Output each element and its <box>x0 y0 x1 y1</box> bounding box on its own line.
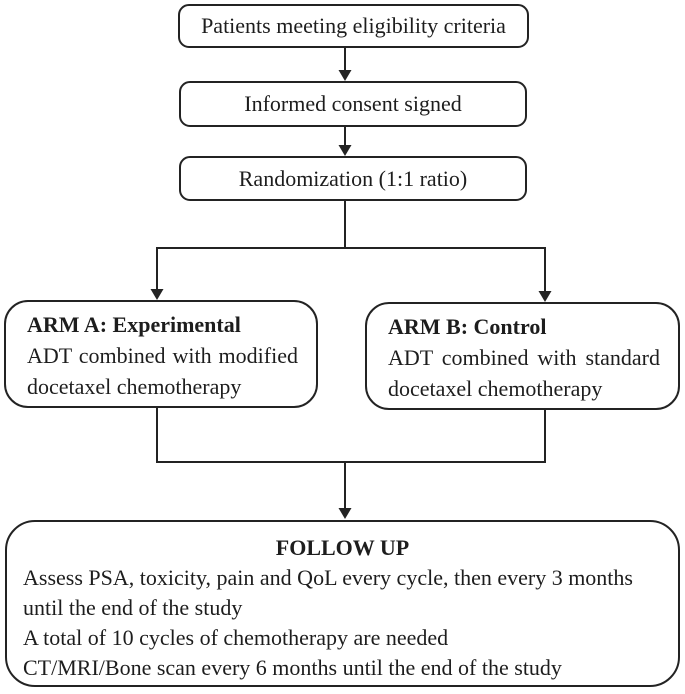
arm-b-description-line1: ADT combined with standard <box>388 344 660 370</box>
arm-b-title: ARM B: Control <box>388 313 547 339</box>
node-arm-b: ARM B: Control ADT combined with standar… <box>365 302 680 410</box>
node-informed-consent: Informed consent signed <box>179 81 527 127</box>
node-eligibility-label: Patients meeting eligibility criteria <box>201 13 506 39</box>
follow-up-title: FOLLOW UP <box>275 535 410 560</box>
follow-up-line-2: until the end of the study <box>23 595 243 620</box>
follow-up-line-1: Assess PSA, toxicity, pain and QoL every… <box>23 565 633 590</box>
node-eligibility: Patients meeting eligibility criteria <box>178 4 529 48</box>
arm-a-title: ARM A: Experimental <box>27 311 241 337</box>
node-follow-up: FOLLOW UP Assess PSA, toxicity, pain and… <box>5 520 680 687</box>
follow-up-line-3: A total of 10 cycles of chemotherapy are… <box>23 625 449 650</box>
arm-a-description-line2: docetaxel chemotherapy <box>27 373 242 399</box>
arm-b-description-line2: docetaxel chemotherapy <box>388 375 603 401</box>
node-arm-a: ARM A: Experimental ADT combined with mo… <box>4 300 318 408</box>
node-informed-consent-label: Informed consent signed <box>244 91 462 117</box>
node-randomization: Randomization (1:1 ratio) <box>179 156 527 201</box>
follow-up-line-4: CT/MRI/Bone scan every 6 months until th… <box>23 655 562 680</box>
arm-a-description-line1: ADT combined with modified <box>27 342 298 368</box>
node-randomization-label: Randomization (1:1 ratio) <box>238 165 468 191</box>
